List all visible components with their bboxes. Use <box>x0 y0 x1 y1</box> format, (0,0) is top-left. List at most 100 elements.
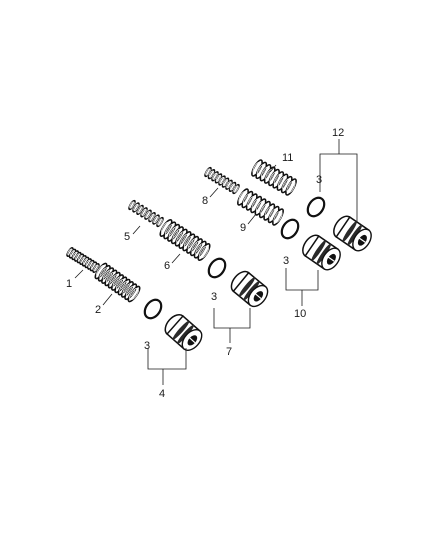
spring-coil-highlight <box>102 269 113 282</box>
leader-8 <box>209 187 219 198</box>
spring-coil-highlight <box>252 161 262 175</box>
spring-coil-highlight <box>149 213 155 221</box>
spring-coil <box>124 283 138 301</box>
callout-8: 8 <box>202 195 208 207</box>
spring-9 <box>237 188 284 226</box>
piston-hub-slot <box>327 256 335 262</box>
piston-groove <box>238 277 256 297</box>
callout-11: 11 <box>282 152 293 164</box>
spring-coil-highlight <box>119 281 129 294</box>
piston-hub-slot <box>358 237 366 243</box>
piston-hub-slot <box>254 292 262 300</box>
callout-12: 12 <box>332 127 344 139</box>
spring-coil-highlight <box>129 201 135 209</box>
callout-3-b: 3 <box>211 291 217 303</box>
spring-6 <box>159 218 211 262</box>
spring-coil-highlight <box>273 210 283 224</box>
spring-coil-highlight <box>256 200 265 214</box>
spring-coil-highlight <box>269 171 279 184</box>
spring-coil-highlight <box>269 208 279 221</box>
callout-9: 9 <box>240 222 246 234</box>
callout-5: 5 <box>124 231 130 243</box>
spring-coil-highlight <box>180 233 190 247</box>
spring-coil-highlight <box>242 193 252 206</box>
callout-1: 1 <box>66 278 72 290</box>
pistons-group <box>164 215 372 351</box>
spring-8 <box>204 166 240 195</box>
piston-hub-slot <box>188 336 196 344</box>
ring-highlight <box>209 259 225 277</box>
spring-coil-highlight <box>112 276 123 289</box>
spring-coil-highlight <box>172 228 183 242</box>
spring-coil-highlight <box>195 243 206 256</box>
callout-3-d: 3 <box>316 174 322 186</box>
spring-coil-highlight <box>168 226 179 240</box>
spring-1 <box>66 247 100 273</box>
spring-coil <box>101 267 115 284</box>
spring-coil-highlight <box>233 185 239 193</box>
leader-5 <box>132 225 141 235</box>
callout-7: 7 <box>226 346 232 358</box>
piston-groove <box>342 221 357 242</box>
spring-coil-highlight <box>133 203 139 211</box>
spring-coil-highlight <box>157 218 163 226</box>
spring-coil-highlight <box>164 224 175 237</box>
bracket-10 <box>285 268 319 291</box>
spring-coil-highlight <box>145 211 151 219</box>
spring-coil <box>127 285 141 303</box>
leader-6 <box>171 253 181 264</box>
spring-coil-highlight <box>191 240 202 254</box>
spring-5 <box>128 199 164 228</box>
seal-rings-group <box>143 196 326 320</box>
spring-coil-highlight <box>264 205 274 219</box>
leader-9 <box>247 213 257 225</box>
piston-groove <box>172 320 190 340</box>
ring-outline <box>207 257 227 279</box>
callout-3-a: 3 <box>144 340 150 352</box>
piston-7 <box>230 270 269 308</box>
spring-coil-highlight <box>99 267 110 280</box>
spring-coil-highlight <box>93 264 99 272</box>
seal-ring-3 <box>280 218 300 240</box>
leader-lines <box>74 139 358 385</box>
seal-ring-1 <box>143 298 163 320</box>
piston-groove <box>177 324 194 344</box>
callout-labels: 1 2 3 4 5 6 3 7 8 9 3 10 11 3 12 <box>66 127 344 400</box>
spring-coil-highlight <box>286 180 296 194</box>
ring-highlight <box>145 300 161 318</box>
spring-coil <box>114 276 128 294</box>
piston-groove <box>243 280 260 301</box>
piston-groove <box>311 240 326 261</box>
leader-1 <box>74 269 84 279</box>
callout-2: 2 <box>95 304 101 316</box>
callout-10: 10 <box>294 308 306 320</box>
ring-highlight <box>308 198 324 216</box>
spring-2 <box>94 262 141 303</box>
seal-ring-2 <box>207 257 227 279</box>
spring-coil-highlight <box>183 236 194 249</box>
callout-4: 4 <box>159 388 165 400</box>
spring-coil <box>104 269 118 287</box>
bracket-4 <box>147 348 187 370</box>
spring-coil-highlight <box>247 195 257 209</box>
spring-coil <box>117 278 131 296</box>
spring-coil-highlight <box>96 265 106 277</box>
spring-coil-highlight <box>238 190 248 204</box>
leader-11 <box>269 164 277 173</box>
spring-coil-highlight <box>106 271 116 284</box>
spring-coil <box>156 216 164 228</box>
piston-groove <box>347 224 363 246</box>
spring-coil-highlight <box>273 173 283 187</box>
spring-coil-highlight <box>137 206 143 214</box>
piston-groove <box>316 243 332 265</box>
spring-coil-highlight <box>265 168 275 182</box>
spring-coil-highlight <box>187 238 198 252</box>
spring-coil-highlight <box>261 166 270 179</box>
spring-coil-highlight <box>161 221 171 235</box>
bracket-12 <box>319 153 358 222</box>
piston-12 <box>333 215 372 252</box>
spring-coil-highlight <box>109 274 119 287</box>
ring-outline <box>306 196 326 218</box>
ring-outline <box>143 298 163 320</box>
callout-3-c: 3 <box>283 255 289 267</box>
